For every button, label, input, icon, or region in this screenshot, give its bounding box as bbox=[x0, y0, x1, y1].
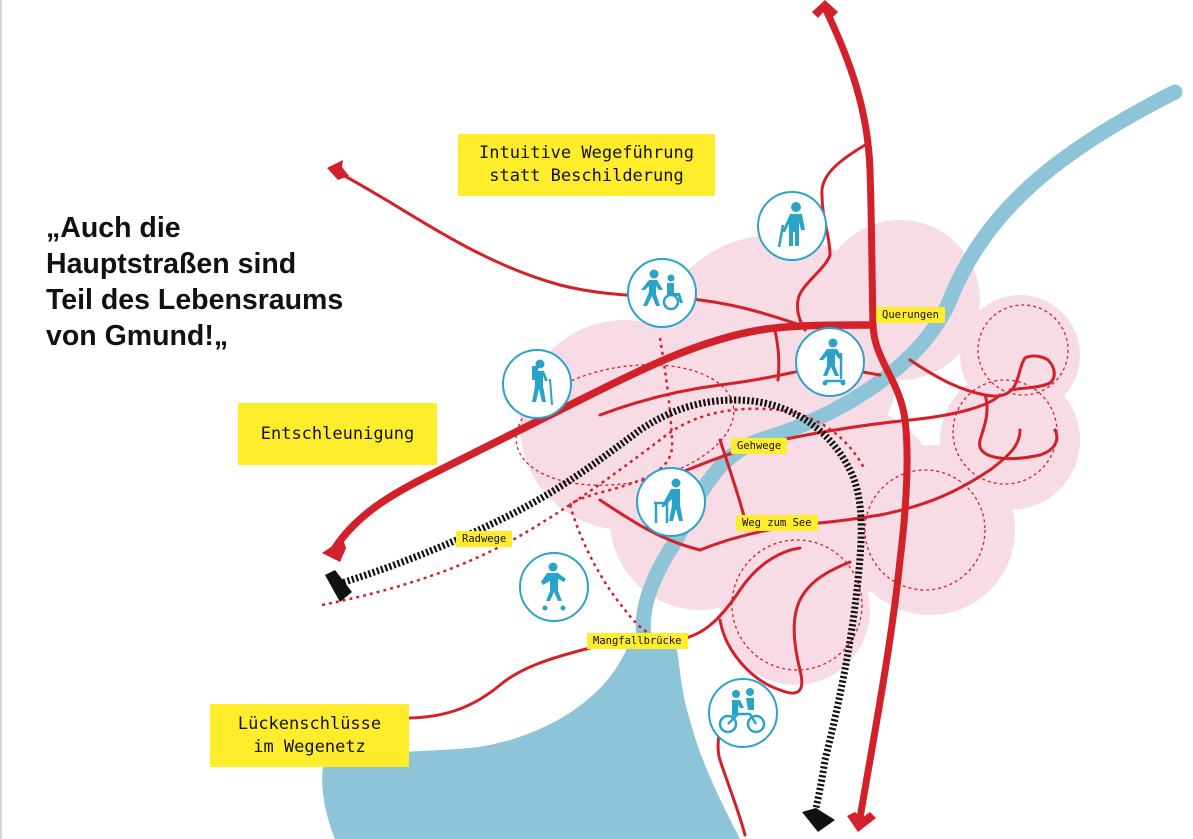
headline: „Auch die Hauptstraßen sind Teil des Leb… bbox=[46, 210, 406, 354]
headline-line-1: „Auch die bbox=[46, 212, 181, 244]
callout-lueckenschluesse: Lückenschlüsse im Wegenetz bbox=[210, 704, 409, 767]
hiker-icon bbox=[502, 349, 572, 419]
roller-skater-icon bbox=[519, 552, 589, 622]
tag-gehwege: Gehwege bbox=[731, 438, 788, 454]
living-space-zones bbox=[520, 220, 1080, 685]
wheelchair-pusher-icon bbox=[627, 258, 697, 328]
callout-intuitive-line-2: statt Beschilderung bbox=[489, 166, 684, 186]
headline-line-4: von Gmund!„ bbox=[46, 320, 229, 352]
tegernsee-lake bbox=[322, 640, 740, 839]
walker-frame-icon bbox=[636, 467, 706, 537]
mangfall-river bbox=[635, 84, 1183, 648]
callout-entschleunigung-line-1: Entschleunigung bbox=[260, 423, 415, 444]
tag-querungen: Querungen bbox=[876, 307, 945, 323]
tag-radwege: Radwege bbox=[456, 531, 513, 547]
callout-lueckenschluesse-line-1: Lückenschlüsse bbox=[237, 713, 382, 734]
tag-weg-zum-see: Weg zum See bbox=[736, 515, 818, 531]
planned-dotted-paths bbox=[321, 337, 867, 642]
road-arrowheads bbox=[322, 0, 876, 832]
callout-entschleunigung: Entschleunigung bbox=[238, 403, 437, 465]
tag-mangfallbruecke: Mangfallbrücke bbox=[587, 633, 688, 649]
headline-line-3: Teil des Lebensraums bbox=[46, 284, 344, 316]
elderly-with-cane-icon bbox=[757, 191, 827, 261]
tandem-cyclist-icon bbox=[708, 678, 778, 748]
main-roads bbox=[331, 4, 911, 822]
callout-intuitive-line-1: Intuitive Wegeführung bbox=[479, 143, 694, 163]
page-left-border bbox=[0, 0, 2, 839]
callout-intuitive: Intuitive Wegeführung statt Beschilderun… bbox=[458, 134, 715, 196]
callout-lueckenschluesse-line-2: im Wegenetz bbox=[253, 736, 366, 757]
scooter-rider-icon bbox=[795, 327, 865, 397]
route-end-markers bbox=[325, 570, 835, 832]
headline-line-2: Hauptstraßen sind bbox=[46, 248, 297, 280]
